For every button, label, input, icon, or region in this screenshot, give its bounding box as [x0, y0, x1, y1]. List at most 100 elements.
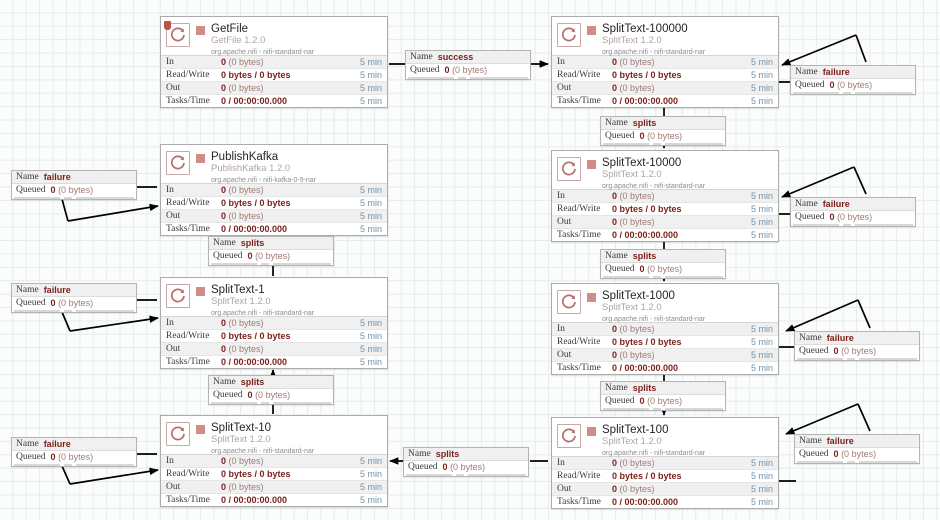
connection-queued-key: Queued: [795, 80, 825, 90]
connection-meter: [209, 262, 333, 265]
stat-bytes-out: (0 bytes): [617, 484, 655, 494]
connection-queued-bytes: (0 bytes): [644, 396, 683, 406]
stat-label-in: In: [557, 324, 565, 334]
connection-queued-key: Queued: [213, 390, 243, 400]
processor-name: SplitText-10: [211, 422, 272, 434]
stat-label-out: Out: [166, 83, 181, 93]
connection-queued-value: 0 (0 bytes): [50, 185, 94, 195]
processor-name: GetFile: [211, 23, 249, 35]
stat-label-tasks-time: Tasks/Time: [557, 497, 601, 507]
stat-time-in: 5 min: [750, 57, 773, 67]
stat-bytes-in: (0 bytes): [226, 57, 264, 67]
stat-label-tasks-time: Tasks/Time: [557, 363, 601, 373]
connection-name-value: splits: [632, 118, 657, 128]
connection-name-value: failure: [822, 199, 850, 209]
stat-time-in: 5 min: [750, 191, 773, 201]
stat-bytes-out: (0 bytes): [617, 83, 655, 93]
connection-name-key: Name: [408, 449, 431, 459]
stat-time-tasks-time: 5 min: [359, 96, 382, 106]
stat-bytes-out: (0 bytes): [226, 83, 264, 93]
connection-queued-value: 0 (0 bytes): [829, 212, 873, 222]
connection-name-key: Name: [605, 251, 628, 261]
stat-time-read-write: 5 min: [750, 70, 773, 80]
connection-queued-key: Queued: [410, 65, 440, 75]
connection-name-key: Name: [16, 172, 39, 182]
connection-meter: [601, 275, 725, 278]
stat-value-tasks-time: 0 / 00:00:00.000: [221, 495, 288, 505]
processor-bundle: org.apache.nifi - nifi-standard-nar: [602, 449, 706, 457]
connection-queued-key: Queued: [16, 452, 46, 462]
connection-queued-key: Queued: [16, 298, 46, 308]
connection-name-key: Name: [16, 439, 39, 449]
connection-name-key: Name: [605, 118, 628, 128]
run-status-stopped-icon: [587, 293, 596, 302]
stat-value-out: 0 (0 bytes): [612, 83, 655, 93]
stat-bytes-in: (0 bytes): [617, 57, 655, 67]
stat-time-out: 5 min: [359, 211, 382, 221]
connection-meter: [12, 196, 136, 199]
connection-name-value: failure: [826, 333, 854, 343]
stat-label-tasks-time: Tasks/Time: [166, 357, 210, 367]
processor-type: SplitText 1.2.0: [211, 434, 271, 446]
stat-time-in: 5 min: [750, 324, 773, 334]
connection-queued-bytes: (0 bytes): [644, 264, 683, 274]
stat-time-out: 5 min: [359, 83, 382, 93]
stat-value-out: 0 (0 bytes): [221, 482, 264, 492]
stat-value-in: 0 (0 bytes): [612, 458, 655, 468]
connection-name-value: success: [437, 52, 474, 62]
processor-bundle: org.apache.nifi - nifi-standard-nar: [211, 48, 315, 56]
stat-label-out: Out: [557, 484, 572, 494]
connection-name-key: Name: [795, 199, 818, 209]
processor-bundle: org.apache.nifi - nifi-standard-nar: [602, 315, 706, 323]
stat-label-tasks-time: Tasks/Time: [166, 96, 210, 106]
connection-queued-key: Queued: [605, 131, 635, 141]
connection-meter: [795, 357, 919, 360]
connection-name-value: splits: [632, 383, 657, 393]
connection-queued-value: 0 (0 bytes): [833, 346, 877, 356]
processor-icon: [557, 23, 581, 47]
stat-bytes-out: (0 bytes): [226, 211, 264, 221]
bulletin-indicator-icon[interactable]: [164, 21, 171, 30]
stat-time-in: 5 min: [359, 318, 382, 328]
connection-queued-bytes: (0 bytes): [838, 346, 877, 356]
connection-name-value: failure: [826, 436, 854, 446]
connection-queued-bytes: (0 bytes): [447, 462, 486, 472]
connection-queued-key: Queued: [213, 251, 243, 261]
